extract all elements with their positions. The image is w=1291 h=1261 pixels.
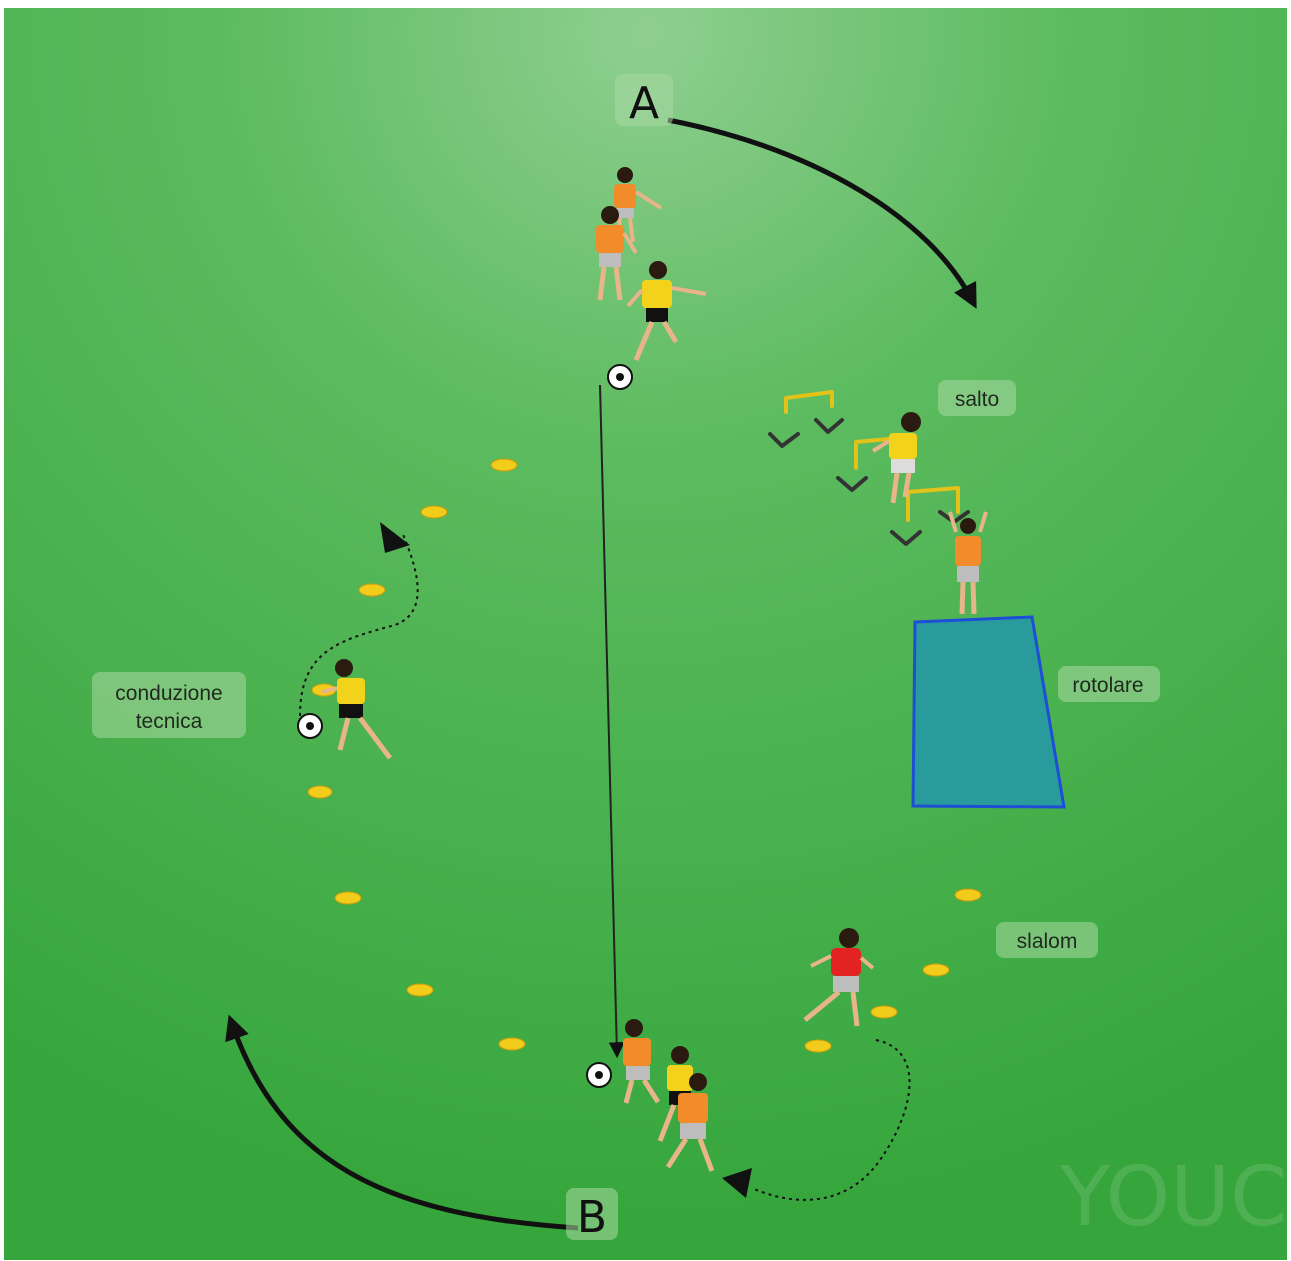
dribble-path-conduzione <box>299 531 419 717</box>
cone <box>954 888 982 902</box>
label-rotolare-bg <box>1058 666 1160 702</box>
cone <box>307 785 333 799</box>
player-orange <box>614 167 663 243</box>
soccer-ball <box>297 713 323 739</box>
soccer-ball <box>607 364 633 390</box>
soccer-ball <box>586 1062 612 1088</box>
label-conduzione-line2: tecnica <box>136 710 203 733</box>
label-conduzione-line1: conduzione <box>115 682 222 705</box>
cone <box>498 1037 526 1051</box>
player-orange <box>596 206 638 301</box>
cone <box>420 505 448 519</box>
player-orange-arms-up <box>948 511 988 615</box>
player-orange <box>665 1073 715 1172</box>
label-a: A <box>629 78 659 129</box>
player-yellow-dribbling <box>321 659 392 760</box>
player-red-running <box>803 928 875 1027</box>
player-orange <box>623 1019 661 1104</box>
arrow-b-to-conduzione <box>225 1014 579 1231</box>
label-rotolare: rotolare <box>1072 674 1143 697</box>
cone <box>922 963 950 977</box>
label-salto: salto <box>955 388 999 411</box>
cone <box>334 891 362 905</box>
label-b-bg <box>566 1188 618 1240</box>
label-a-bg <box>615 74 673 126</box>
label-slalom: slalom <box>1017 930 1078 953</box>
hurdle <box>768 390 844 448</box>
dribble-path-slalom <box>751 1039 911 1201</box>
label-salto-bg <box>938 380 1016 416</box>
pass-line <box>599 384 625 1059</box>
cone <box>358 583 386 597</box>
cone <box>804 1039 832 1053</box>
cone <box>406 983 434 997</box>
label-conduzione-bg <box>92 672 246 738</box>
label-slalom-bg <box>996 922 1098 958</box>
player-yellow-jumping <box>871 412 921 504</box>
cones <box>307 458 982 1053</box>
player-yellow-kicking <box>626 261 707 361</box>
cone <box>490 458 518 472</box>
cone <box>870 1005 898 1019</box>
conduzione-arrowhead <box>380 522 410 553</box>
rolling-mat <box>911 615 1066 809</box>
arrow-a-to-salto <box>667 117 977 309</box>
watermark: YOUC <box>1059 1150 1287 1245</box>
slalom-arrowhead <box>722 1168 752 1198</box>
label-b: B <box>577 1192 607 1243</box>
